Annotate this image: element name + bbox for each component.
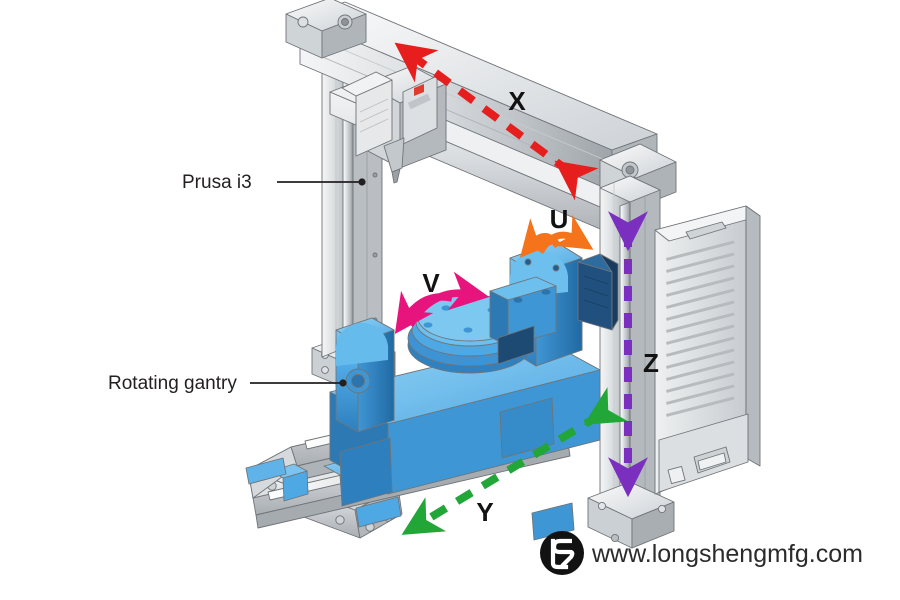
callout-dot-prusa-i3 bbox=[358, 178, 366, 186]
electronics-enclosure bbox=[654, 205, 761, 495]
watermark: www.longshengmfg.com bbox=[540, 531, 863, 575]
axis-arrow-x bbox=[394, 42, 599, 201]
axis-label-x: X bbox=[508, 86, 526, 116]
axis-label-z: Z bbox=[643, 348, 659, 378]
callout-label-prusa-i3: Prusa i3 bbox=[182, 172, 252, 193]
axis-label-u: U bbox=[550, 204, 569, 234]
callout-label-rotating-gantry: Rotating gantry bbox=[108, 373, 237, 394]
watermark-url: www.longshengmfg.com bbox=[591, 540, 863, 568]
callout-dot-rotating-gantry bbox=[339, 379, 347, 387]
axis-arrow-v bbox=[394, 271, 490, 335]
axis-arrow-u bbox=[520, 214, 594, 258]
callout-prusa-i3: Prusa i3 bbox=[182, 172, 366, 193]
callout-rotating-gantry: Rotating gantry bbox=[108, 373, 347, 394]
longsheng-logo-icon bbox=[540, 531, 584, 575]
axis-arrow-y bbox=[401, 387, 629, 535]
axis-label-v: V bbox=[422, 268, 440, 298]
axis-label-y: Y bbox=[476, 497, 493, 527]
